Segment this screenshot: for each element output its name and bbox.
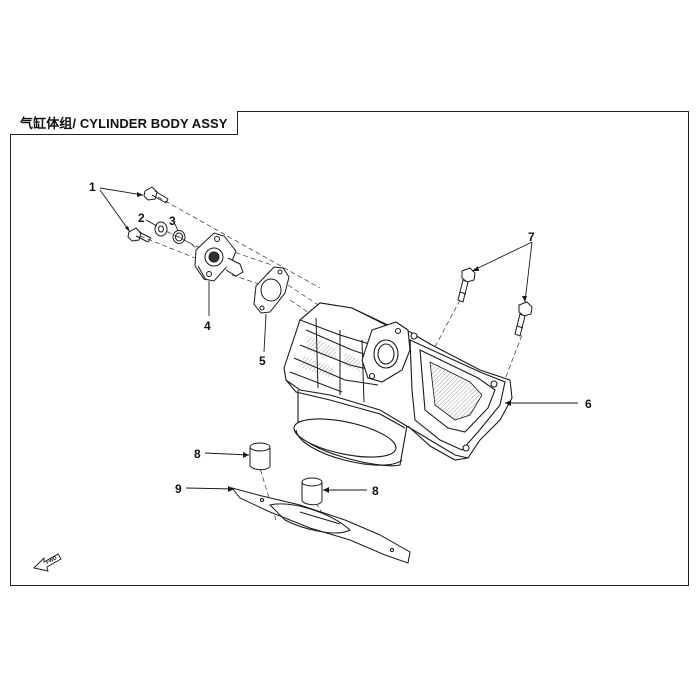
callout-6: 6 xyxy=(585,397,592,411)
dowel-pin-upper xyxy=(249,442,271,471)
fwd-label: FWD xyxy=(45,555,58,566)
callout-8-lower: 8 xyxy=(372,484,379,498)
callout-9: 9 xyxy=(175,482,182,496)
bolt-lower xyxy=(127,227,152,243)
callout-1: 1 xyxy=(89,180,96,194)
o-ring-part-3 xyxy=(172,230,186,244)
callout-5: 5 xyxy=(259,354,266,368)
gasket-part-5 xyxy=(253,266,290,314)
leader-lines xyxy=(99,187,578,491)
title-box: 气缸体组/ CYLINDER BODY ASSY xyxy=(10,111,238,135)
callout-labels: 1 2 3 4 5 6 7 8 8 9 xyxy=(89,180,592,498)
diagram-frame xyxy=(10,111,689,586)
callout-8-upper: 8 xyxy=(194,447,201,461)
bolt-upper xyxy=(143,186,169,204)
callout-3: 3 xyxy=(169,214,176,228)
long-bolt-left xyxy=(457,267,476,303)
cylinder-block-part-6 xyxy=(283,302,513,467)
leader-arrowheads xyxy=(125,192,527,493)
tensioner-part-4 xyxy=(194,232,244,282)
dowel-pin-lower xyxy=(301,477,323,506)
callout-7: 7 xyxy=(528,230,535,244)
callout-2: 2 xyxy=(138,211,145,225)
long-bolt-right xyxy=(514,301,533,337)
washer-part-2 xyxy=(154,221,168,237)
diagram-title: 气缸体组/ CYLINDER BODY ASSY xyxy=(20,116,228,131)
fwd-arrow-icon: FWD xyxy=(33,553,62,572)
callout-4: 4 xyxy=(204,319,211,333)
base-gasket-part-9 xyxy=(230,487,411,564)
